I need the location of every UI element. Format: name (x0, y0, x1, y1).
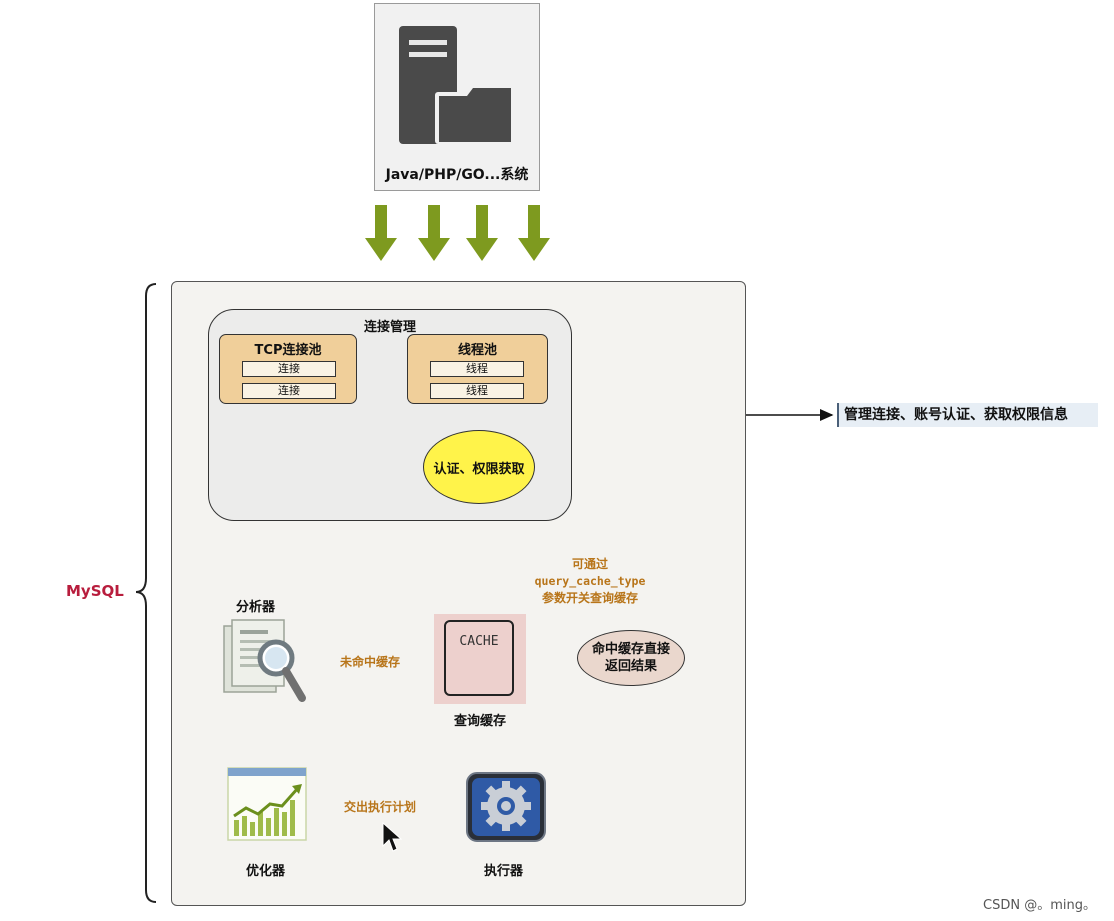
tcp-connection-pool: TCP连接池 连接 连接 (219, 334, 357, 404)
query-cache-type-callout: 可通过 query_cache_type 参数开关查询缓存 (520, 556, 660, 607)
analyzer-document-search-icon (223, 619, 306, 702)
cache-hit-line-1: 命中缓存直接 (591, 642, 670, 657)
analyzer-label: 分析器 (236, 600, 276, 615)
green-arrow-3 (466, 205, 498, 261)
green-arrow-1 (365, 205, 397, 261)
green-arrows (365, 205, 550, 261)
mysql-brace (135, 283, 157, 903)
tcp-pool-title: TCP连接池 (254, 343, 322, 358)
tcp-pool-connection-1: 连接 (242, 361, 336, 377)
optimizer-chart-icon (227, 767, 307, 841)
executor-label: 执行器 (484, 864, 524, 879)
query-cache-label: 查询缓存 (453, 714, 506, 729)
client-label: Java/PHP/GO...系统 (385, 167, 529, 183)
thread-pool: 线程池 线程 线程 (407, 334, 548, 404)
callout-line-3: 参数开关查询缓存 (541, 591, 638, 605)
cache-hit-line-2: 返回结果 (604, 659, 657, 674)
client-system-box: Java/PHP/GO...系统 (374, 3, 540, 191)
cache-miss-label: 未命中缓存 (340, 653, 401, 670)
thread-pool-thread-2: 线程 (430, 383, 524, 399)
server-folder-icon (399, 26, 515, 144)
thread-pool-title: 线程池 (457, 343, 497, 358)
callout-line-1: 可通过 (571, 557, 608, 571)
executor-gear-icon (466, 772, 546, 842)
thread-pool-thread-1: 线程 (430, 361, 524, 377)
cache-icon: CACHE (444, 620, 514, 696)
auth-permission-node: 认证、权限获取 (423, 430, 535, 504)
cache-hit-result-node: 命中缓存直接 返回结果 (577, 630, 685, 686)
connection-management-title: 连接管理 (363, 320, 416, 335)
mysql-label: MySQL (66, 582, 124, 600)
mouse-cursor-icon (382, 822, 402, 852)
green-arrow-2 (418, 205, 450, 261)
connection-management-note: 管理连接、账号认证、获取权限信息 (837, 403, 1098, 427)
optimizer-label: 优化器 (246, 864, 286, 879)
tcp-pool-connection-2: 连接 (242, 383, 336, 399)
execution-plan-label: 交出执行计划 (344, 798, 417, 815)
watermark: CSDN @。ming。 (983, 898, 1096, 913)
green-arrow-4 (518, 205, 550, 261)
query-cache-node: CACHE (434, 614, 526, 704)
callout-line-2: query_cache_type (534, 574, 646, 588)
